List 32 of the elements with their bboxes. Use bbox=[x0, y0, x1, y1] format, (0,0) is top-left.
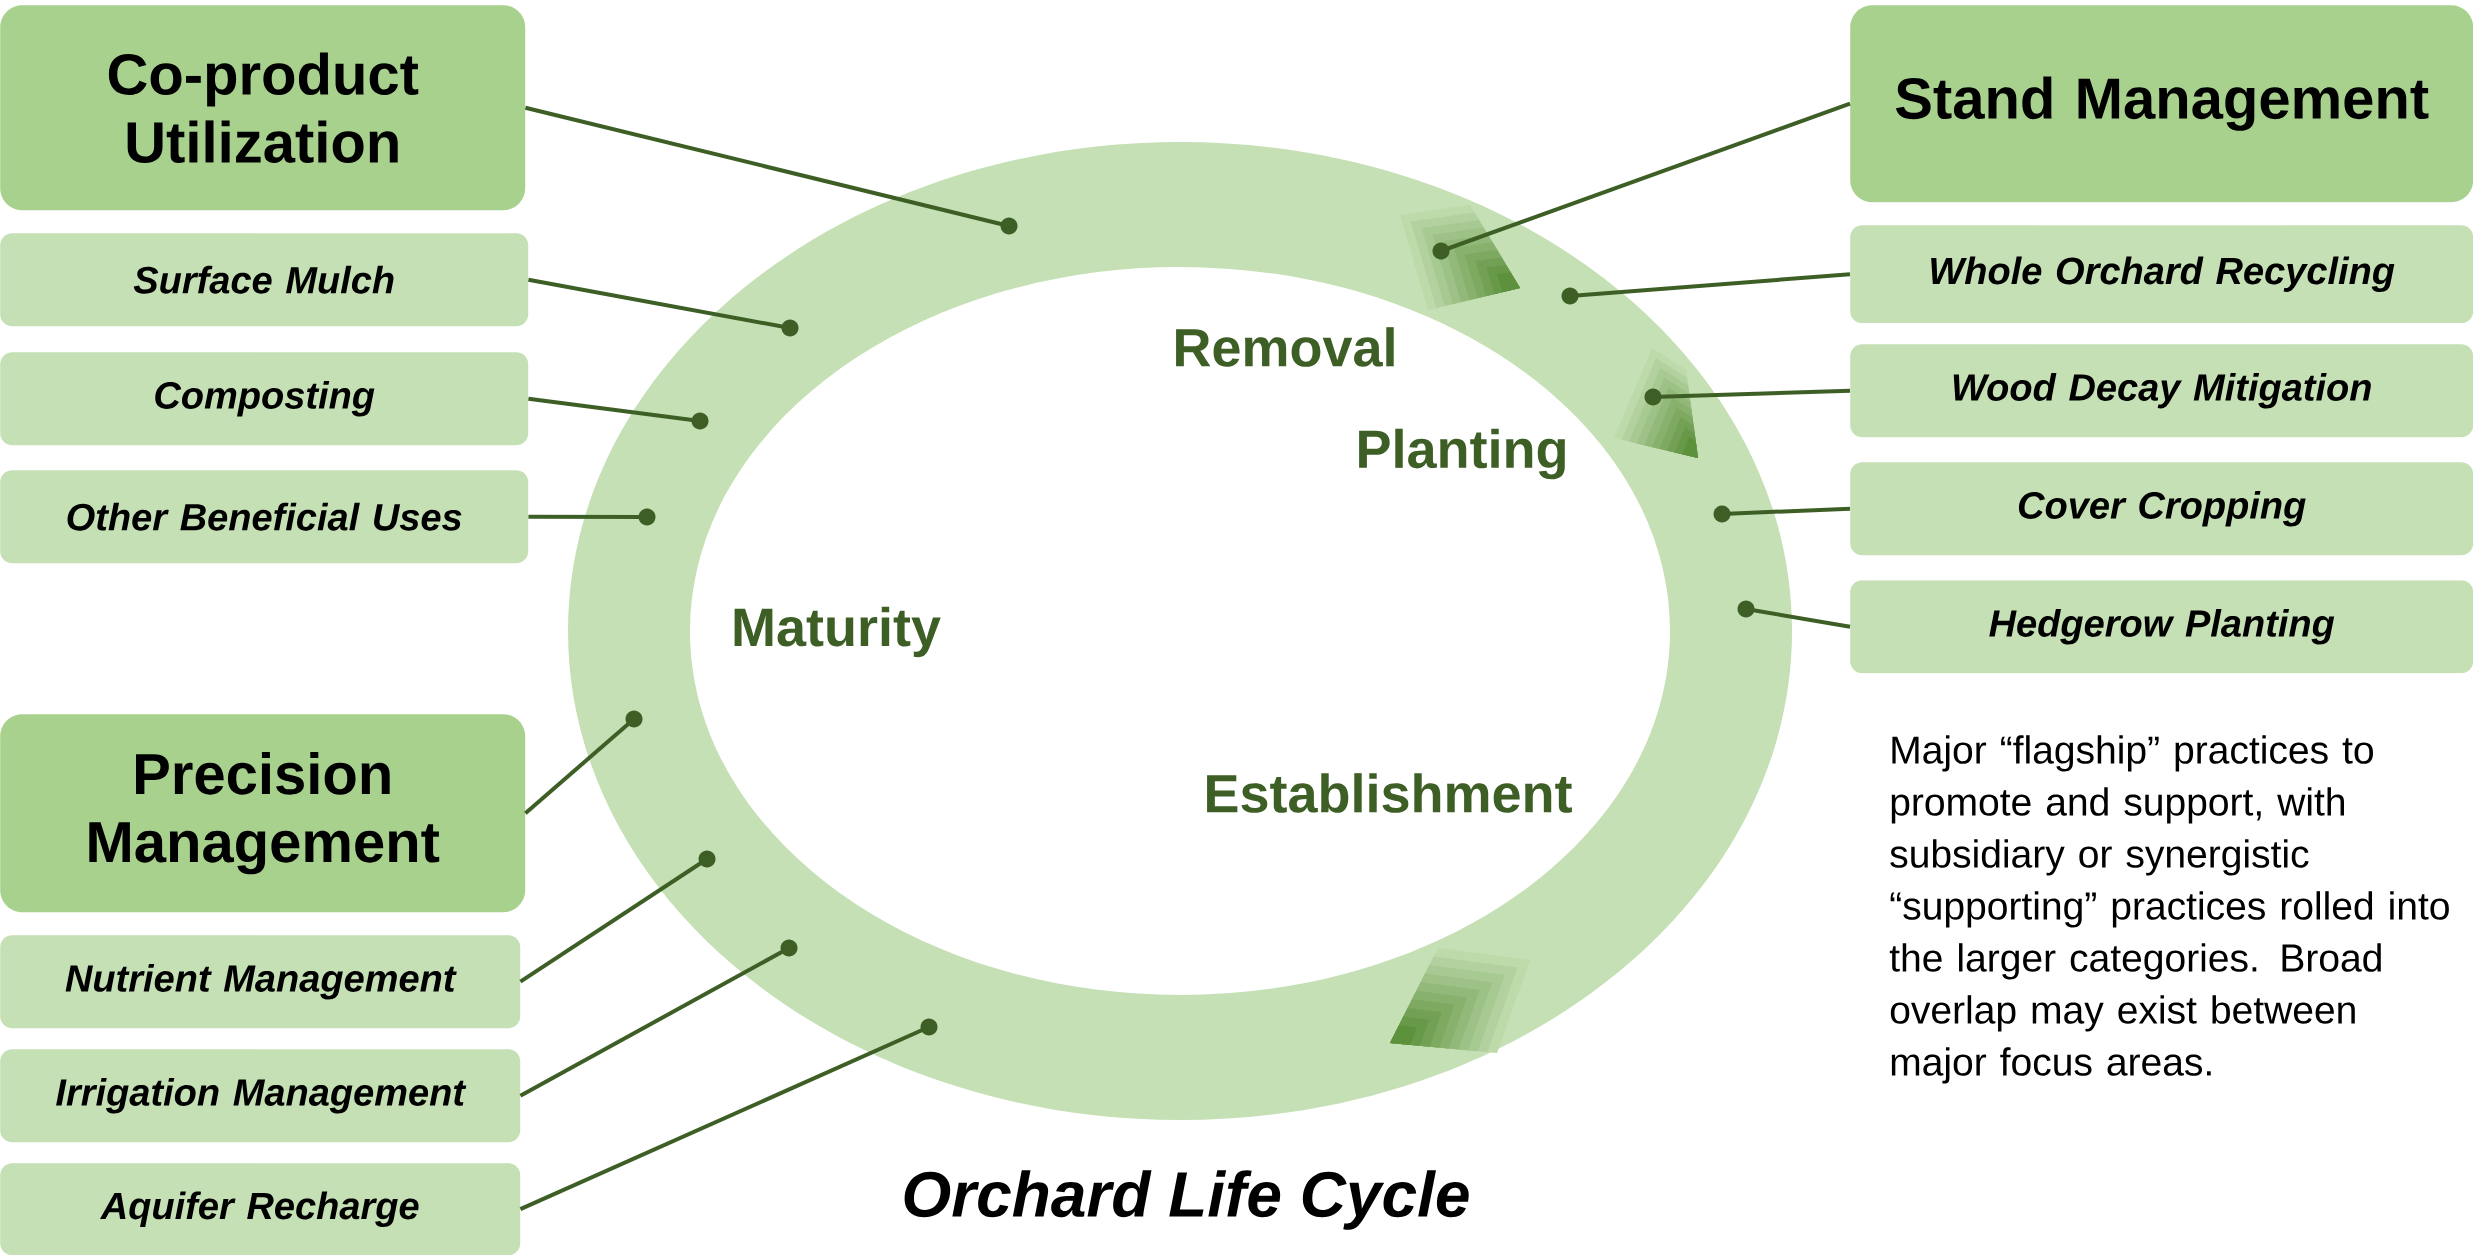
note-text: Major “flagship” practices to promote and support, with subsidiary or synergistic “supporting” practices rolled into the larger categories. Broad overlap may exist between major focus areas. bbox=[1889, 735, 2449, 1084]
practice-box: Other Beneficial Uses bbox=[0, 470, 529, 564]
caption: Orchard Life Cycle bbox=[904, 1170, 1469, 1230]
leader-line bbox=[528, 277, 799, 337]
leader-line bbox=[519, 850, 716, 984]
phase-label: Maturity bbox=[734, 606, 941, 658]
leader-line bbox=[524, 710, 643, 815]
practice-box: Aquifer Recharge bbox=[0, 1163, 521, 1255]
phase-label: Planting bbox=[1359, 428, 1565, 480]
practice-box: Nutrient Management bbox=[0, 935, 521, 1029]
leader-line bbox=[528, 508, 656, 526]
head-box: Stand Management bbox=[1850, 5, 2473, 203]
leader-line bbox=[1561, 272, 1851, 305]
head-box: Co-product Utilization bbox=[0, 5, 526, 211]
practice-box: Hedgerow Planting bbox=[1850, 580, 2473, 674]
leader-line bbox=[1737, 600, 1851, 629]
leader-line bbox=[1432, 101, 1851, 260]
phase-label: Establishment bbox=[1207, 773, 1572, 813]
practice-box: Whole Orchard Recycling bbox=[1850, 225, 2473, 324]
leader-line bbox=[524, 105, 1018, 235]
practice-box: Composting bbox=[0, 352, 529, 446]
practice-box: Irrigation Management bbox=[0, 1049, 521, 1143]
leader-line bbox=[519, 1018, 938, 1212]
leader-line bbox=[1713, 505, 1851, 523]
practice-box: Surface Mulch bbox=[0, 233, 529, 327]
leader-line bbox=[528, 396, 709, 430]
leader-line bbox=[1644, 388, 1851, 406]
leader-line bbox=[519, 939, 798, 1098]
practice-box: Wood Decay Mitigation bbox=[1850, 344, 2473, 438]
phase-label: Removal bbox=[1176, 327, 1394, 367]
head-box: Precision Management bbox=[0, 714, 526, 913]
practice-box: Cover Cropping bbox=[1850, 462, 2473, 556]
